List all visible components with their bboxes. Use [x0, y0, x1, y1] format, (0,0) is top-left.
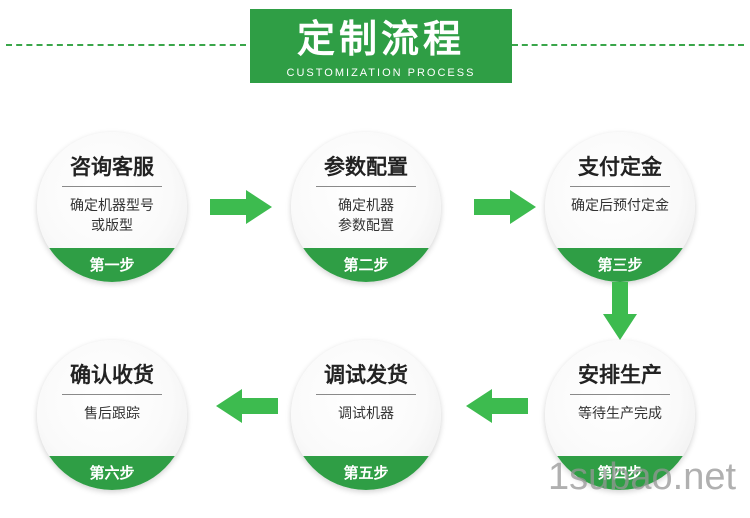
step-badge: 第一步 — [89, 256, 135, 274]
step-divider — [570, 394, 670, 395]
step-description: 调试机器 — [301, 404, 431, 424]
step-description-line: 确定机器型号 — [70, 198, 154, 214]
step-description: 售后跟踪 — [47, 404, 177, 424]
step-title: 确认收货 — [70, 363, 154, 387]
step-badge-band — [37, 456, 187, 490]
step-description-line: 调试机器 — [338, 406, 394, 422]
step-badge: 第三步 — [597, 256, 643, 274]
step-description-line: 参数配置 — [338, 218, 394, 234]
step-5-circle: 调试发货 调试机器 第五步 — [291, 340, 441, 490]
step-divider — [570, 186, 670, 187]
step-title: 调试发货 — [324, 363, 408, 387]
step-1-circle: 咨询客服 确定机器型号 或版型 第一步 — [37, 132, 187, 282]
step-divider — [316, 394, 416, 395]
step-title: 咨询客服 — [70, 155, 154, 179]
step-badge-band — [545, 248, 695, 282]
step-badge-band — [545, 456, 695, 490]
step-description: 确定后预付定金 — [555, 196, 685, 216]
step-description: 确定机器型号 或版型 — [47, 196, 177, 236]
step-divider — [62, 394, 162, 395]
step-badge: 第四步 — [597, 464, 643, 482]
step-description-line: 或版型 — [91, 218, 133, 234]
arrow-left-icon — [216, 389, 278, 423]
page-title: 定制流程 — [296, 17, 465, 61]
page-subtitle: CUSTOMIZATION PROCESS — [286, 67, 476, 79]
step-6-circle: 确认收货 售后跟踪 第六步 — [37, 340, 187, 490]
step-badge: 第六步 — [89, 464, 135, 482]
step-description-line: 售后跟踪 — [84, 406, 140, 422]
step-title: 安排生产 — [578, 363, 662, 387]
step-2-circle: 参数配置 确定机器 参数配置 第二步 — [291, 132, 441, 282]
step-badge: 第二步 — [343, 256, 389, 274]
step-description-line: 确定后预付定金 — [571, 198, 669, 214]
arrow-right-icon — [210, 190, 272, 224]
header-banner: 定制流程 CUSTOMIZATION PROCESS — [250, 9, 512, 83]
step-divider — [316, 186, 416, 187]
step-title: 参数配置 — [324, 155, 408, 179]
arrow-right-icon — [474, 190, 536, 224]
step-divider — [62, 186, 162, 187]
step-3-circle: 支付定金 确定后预付定金 第三步 — [545, 132, 695, 282]
step-description: 确定机器 参数配置 — [301, 196, 431, 236]
step-description: 等待生产完成 — [555, 404, 685, 424]
step-4-circle: 安排生产 等待生产完成 第四步 — [545, 340, 695, 490]
step-description-line: 等待生产完成 — [578, 406, 662, 422]
header-dashed-line-right — [512, 44, 744, 46]
step-description-line: 确定机器 — [338, 198, 394, 214]
header-dashed-line-left — [6, 44, 246, 46]
step-badge: 第五步 — [343, 464, 389, 482]
step-badge-band — [291, 248, 441, 282]
step-badge-band — [291, 456, 441, 490]
step-title: 支付定金 — [578, 155, 662, 179]
arrow-left-icon — [466, 389, 528, 423]
step-badge-band — [37, 248, 187, 282]
arrow-down-icon — [603, 282, 637, 340]
